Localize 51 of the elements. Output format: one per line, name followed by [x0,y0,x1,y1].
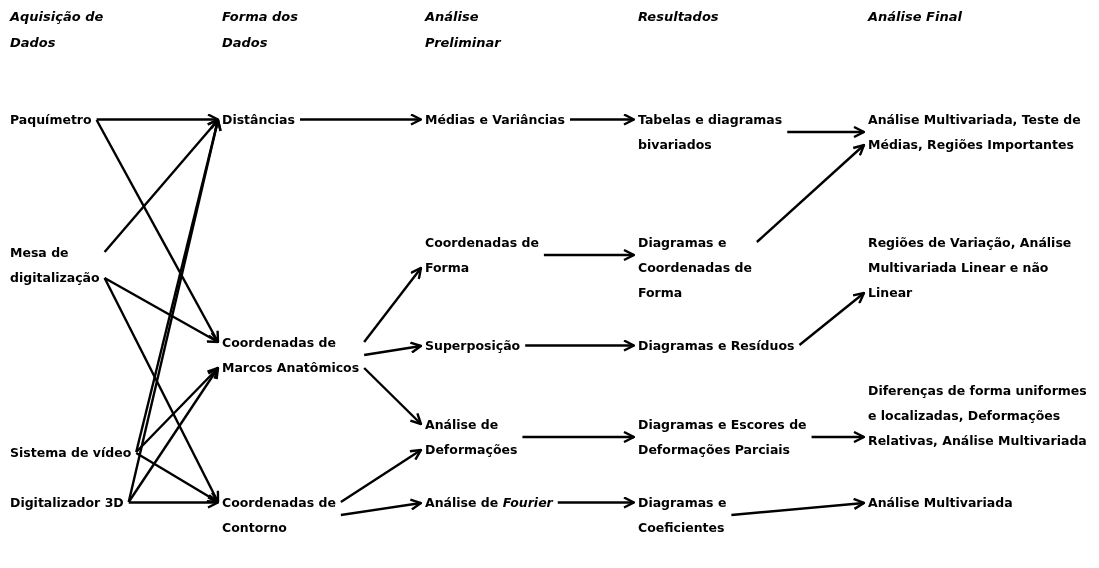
arrow [787,125,866,139]
step-text: Diagramas e Coeficientes [638,494,728,537]
arrow [570,113,636,126]
arrow [104,276,220,344]
arrow [103,118,220,253]
step-text: Paquímetro [10,111,92,129]
arrow [127,118,222,503]
step-text: Diagramas e Resíduos [638,337,795,355]
step-text: Regiões de Variação, Análise Multivariada Linear e não Linear [868,234,1073,302]
arrow [103,277,220,504]
arrow [543,248,636,262]
arrow [798,291,866,346]
step-text: Digitalizador 3D [10,494,124,512]
column-heading: Análise Final [868,8,962,26]
step-text: Diagramas e Escores de Deformações Parciais [638,416,808,459]
step-text: Médias e Variâncias [425,111,565,129]
arrow [756,143,866,243]
step-text: Análise de Deformações [425,416,519,459]
arrow [363,367,423,426]
arrow [340,498,423,517]
step-text: Distâncias [222,111,295,129]
arrow [128,496,220,509]
arrow [522,430,636,444]
column-heading: Forma dos Dados [222,8,300,52]
arrow [525,339,636,352]
arrow [340,448,423,503]
arrow [363,266,423,343]
step-text: Diferenças de forma uniformes e localizadas, Deformações Relativas, Análise Multivariada [868,382,1088,450]
step-text: Diagramas e Coordenadas de Forma [638,234,753,302]
arrow [363,341,423,357]
arrow [95,119,220,344]
step-text: Análise Multivariada [868,494,1013,512]
step-text: Coordenadas de Contorno [222,494,337,537]
arrow [811,430,866,444]
step-text: Mesa de digitalização [10,244,101,287]
step-text: Sistema de vídeo [10,444,132,462]
column-heading: Análise Preliminar [425,8,503,52]
column-heading: Aquisição de Dados [10,8,105,52]
arrow [96,113,220,126]
arrow [557,496,636,509]
arrow [127,366,220,503]
step-text: Tabelas e diagramas bivariados [638,111,784,154]
arrow [731,497,866,517]
step-text: Coordenadas de Marcos Anatômicos [222,334,361,377]
step-text: Análise Multivariada, Teste de Médias, Regiões Importantes [868,111,1082,154]
arrow [135,451,220,504]
column-heading: Resultados [638,8,719,26]
step-text: Superposição [425,337,521,355]
step-text: Análise de Fourier [425,494,553,512]
step-text: Coordenadas de Forma [425,234,540,277]
arrow [300,113,423,126]
